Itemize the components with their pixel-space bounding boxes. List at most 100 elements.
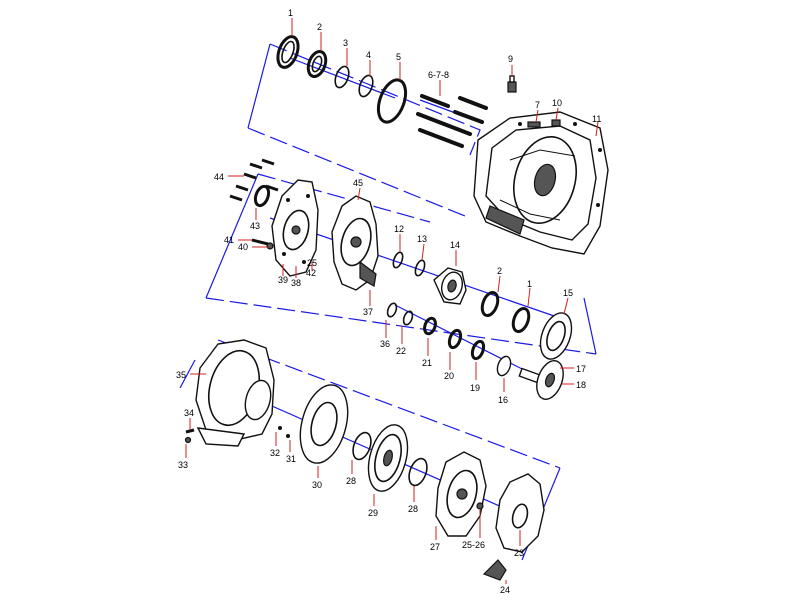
- top-group: [276, 35, 609, 255]
- callout-35: 35: [176, 370, 186, 380]
- callout-13: 13: [417, 234, 427, 244]
- callout-3: 3: [343, 38, 348, 48]
- callout-20: 20: [444, 371, 454, 381]
- part-28-ring-b: [408, 457, 428, 487]
- part-4-ring: [358, 74, 374, 98]
- part-14-hub: [433, 267, 467, 305]
- callout-25-26: 25-26: [462, 540, 485, 550]
- axis-mid-top: [257, 173, 431, 223]
- callout-45: 45: [353, 178, 363, 188]
- callout-12: 12: [394, 224, 404, 234]
- axis-top-return: [247, 127, 471, 219]
- callout-11: 11: [592, 114, 601, 124]
- part-9-plug: [507, 75, 517, 93]
- callout-7: 7: [535, 100, 540, 110]
- callout-42: 42: [306, 268, 316, 278]
- axis-mid-left-edge: [205, 173, 259, 299]
- part-30-flywheel-plate: [299, 384, 349, 464]
- callout-27: 27: [430, 542, 440, 552]
- part-19-ring: [470, 339, 486, 361]
- callout-1b: 1: [527, 279, 532, 289]
- part-36-ring: [386, 302, 398, 318]
- middle-group: [229, 158, 573, 400]
- parts-6-7-8-bolts: [416, 94, 488, 148]
- callout-18: 18: [576, 380, 586, 390]
- callout-19: 19: [470, 383, 480, 393]
- part-3-ring: [334, 65, 350, 89]
- part-2-bearing-b: [480, 290, 500, 318]
- callout-37: 37: [363, 307, 373, 317]
- part-1-inner: [281, 40, 295, 64]
- part-16-gear: [496, 355, 512, 377]
- part-5-large-ring: [376, 78, 408, 124]
- part-34-bolt: [185, 428, 195, 434]
- callout-38: 38: [291, 278, 301, 288]
- callout-22: 22: [396, 346, 406, 356]
- bottom-group: [184, 339, 545, 581]
- callout-43: 43: [250, 221, 260, 231]
- part-20-ring: [447, 328, 463, 350]
- part-7-pin: [527, 121, 541, 128]
- callout-36: 36: [380, 339, 390, 349]
- callout-44: 44: [214, 172, 224, 182]
- axis-mid-bottom: [205, 297, 597, 355]
- part-27-cover: [435, 451, 487, 537]
- callout-30: 30: [312, 480, 322, 490]
- callout-4: 4: [366, 50, 371, 60]
- callout-17: 17: [576, 364, 586, 374]
- part-1-seal: [276, 35, 300, 69]
- axis-bottom-left: [179, 359, 196, 389]
- callout-34: 34: [184, 408, 194, 418]
- part-12-oring: [392, 251, 404, 269]
- part-21-ring: [423, 316, 437, 336]
- part-13-oring: [414, 259, 426, 277]
- callout-15: 15: [563, 288, 573, 298]
- part-28-ring-a: [352, 431, 372, 461]
- callout-21: 21: [422, 358, 432, 368]
- part-32-pin: [278, 426, 282, 430]
- callout-9: 9: [508, 54, 513, 64]
- part-41-screw: [251, 238, 269, 246]
- axis-top-center: [289, 57, 396, 99]
- callout-41: 41: [224, 235, 234, 245]
- part-45-pump-housing: [331, 195, 379, 291]
- callout-40: 40: [238, 242, 248, 252]
- part-44-bolts: [229, 158, 279, 202]
- part-callouts: 1 2 3 4 5 6-7-8 9 7 10 11 44 45 43 41 40…: [176, 8, 601, 595]
- part-22-ring: [402, 310, 414, 326]
- callout-10: 10: [552, 98, 562, 108]
- callout-14: 14: [450, 240, 460, 250]
- callout-28a: 28: [346, 476, 356, 486]
- callout-39: 39: [278, 275, 288, 285]
- part-24-bracket: [482, 559, 507, 581]
- axis-mid-lower: [394, 304, 541, 379]
- part-2-bearing: [306, 49, 328, 79]
- callout-23: 23: [514, 548, 524, 558]
- callout-2b: 2: [497, 266, 502, 276]
- callout-31: 31: [286, 454, 296, 464]
- callout-2: 2: [317, 22, 322, 32]
- part-15-drum: [539, 312, 573, 360]
- part-35-bell-housing: [195, 339, 275, 447]
- callout-33: 33: [178, 460, 188, 470]
- part-18-output-shaft: [518, 360, 564, 400]
- part-29-clutch-plate: [367, 424, 409, 492]
- callout-28b: 28: [408, 504, 418, 514]
- part-25-26-washer: [476, 502, 484, 510]
- part-31-pin: [286, 434, 290, 438]
- part-23-end-cover: [495, 473, 545, 553]
- callout-16: 16: [498, 395, 508, 405]
- axis-bottom-top: [217, 339, 561, 469]
- axis-top-left-edge: [247, 43, 271, 129]
- part-43-seal: [253, 184, 271, 208]
- callout-5: 5: [396, 52, 401, 62]
- callout-29: 29: [368, 508, 378, 518]
- callout-1: 1: [288, 8, 293, 18]
- part-11-main-housing: [473, 111, 609, 255]
- part-40-washer: [266, 242, 274, 250]
- callout-24: 24: [500, 585, 510, 595]
- axis-mid-right-edge: [583, 297, 597, 355]
- part-33-nut: [184, 436, 192, 444]
- callout-32: 32: [270, 448, 280, 458]
